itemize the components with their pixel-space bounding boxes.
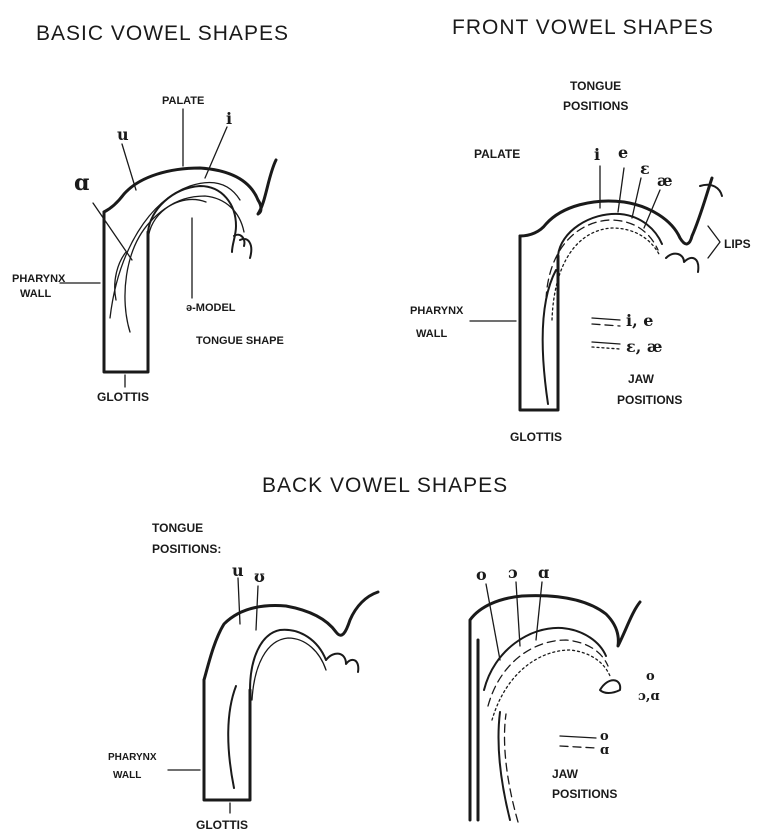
basic-tongue-shape-label: TONGUE SHAPE: [196, 335, 284, 347]
back-open-o-label: ɔ: [508, 563, 518, 582]
back-left-lips: [326, 654, 358, 672]
title-front-vowel-shapes: FRONT VOWEL SHAPES: [452, 16, 714, 39]
back-left-palate-outline: [204, 592, 378, 680]
back-tongue-label: TONGUE: [152, 521, 203, 535]
back-pharynx-label: PHARYNX: [108, 752, 157, 763]
front-pharynx-tube: [520, 236, 558, 410]
front-tongue-e: [546, 220, 658, 300]
basic-pharynx-tube: [104, 212, 148, 372]
basic-i-label: i: [226, 109, 232, 128]
back-left-tongue-upsilon: [252, 638, 326, 700]
front-palate-outline: [520, 178, 712, 244]
back-wall-label: WALL: [113, 770, 141, 781]
title-basic-vowel-shapes: BASIC VOWEL SHAPES: [36, 22, 289, 45]
back-vowel-panel-right: o ɔ ɑ o ɔ,ɑ o ɑ JAW POSITIONS: [470, 563, 660, 822]
back-o-label: o: [476, 565, 487, 584]
front-jaw-eae-label: ɛ, æ: [626, 337, 662, 356]
basic-vowel-panel: PALATE u i ɑ PHARYNX WALL ə-MODEL TONGUE…: [12, 95, 284, 404]
front-wall-label: WALL: [416, 328, 447, 340]
basic-a-label: ɑ: [74, 170, 89, 196]
back-right-lips: [600, 680, 620, 693]
back-a-label: ɑ: [538, 563, 549, 582]
front-vowel-panel: TONGUE POSITIONS PALATE i e ɛ æ LIPS PHA…: [410, 79, 751, 444]
back-right-jaw-o-line: [560, 736, 596, 738]
basic-a-pointer: [93, 203, 132, 260]
back-vowel-panel-left: TONGUE POSITIONS: u ʊ PHARYNX WALL GLOTT…: [108, 521, 378, 832]
title-back-vowel-shapes: BACK VOWEL SHAPES: [262, 474, 508, 497]
front-palate-label: PALATE: [474, 147, 520, 161]
back-glottis-label: GLOTTIS: [196, 818, 248, 832]
back-positions-label: POSITIONS:: [152, 542, 221, 556]
front-jaw-ie-line2: [592, 324, 620, 326]
front-tongue-eps: [552, 228, 660, 320]
front-tongue-root: [543, 270, 556, 404]
basic-u-label: u: [117, 125, 129, 144]
front-i-label: i: [594, 145, 600, 164]
back-u-label: u: [232, 561, 244, 580]
front-jaw-label: JAW: [628, 372, 655, 386]
back-jaw-a-label: ɑ: [600, 743, 609, 758]
basic-wall-label: WALL: [20, 288, 51, 300]
front-jaw-eae-line2: [592, 347, 620, 349]
front-e-pointer: [618, 168, 624, 212]
front-lips-bracket: [708, 226, 720, 258]
back-left-tongue-root: [228, 686, 236, 788]
back-right-o-pointer: [486, 584, 500, 660]
back-jaw-label: JAW: [552, 767, 579, 781]
front-eps-label: ɛ: [640, 159, 650, 178]
front-jaw-ie-label: i, e: [626, 311, 653, 330]
back-lip-oa-label: ɔ,ɑ: [638, 689, 660, 704]
basic-model-label: ə-MODEL: [186, 302, 236, 314]
basic-pharynx-label: PHARYNX: [12, 273, 66, 285]
back-right-jaw-a-line: [560, 746, 596, 748]
front-upper-lip: [700, 185, 722, 196]
back-jaw-positions-label: POSITIONS: [552, 787, 617, 801]
front-jaw-positions-label: POSITIONS: [617, 393, 682, 407]
back-jaw-o-label: o: [600, 729, 609, 744]
front-jaw-ie-line1: [592, 318, 620, 320]
basic-lips: [234, 235, 251, 258]
front-positions-label: POSITIONS: [563, 99, 628, 113]
front-glottis-label: GLOTTIS: [510, 430, 562, 444]
front-lips-label: LIPS: [724, 237, 751, 251]
front-pharynx-label: PHARYNX: [410, 305, 464, 317]
basic-glottis-label: GLOTTIS: [97, 390, 149, 404]
front-jaw-eae-line1: [592, 342, 620, 344]
back-left-u-pointer: [238, 578, 240, 624]
front-e-label: e: [618, 143, 628, 162]
front-lips: [666, 254, 698, 272]
front-tongue-label: TONGUE: [570, 79, 621, 93]
front-ae-label: æ: [657, 171, 673, 190]
basic-u-pointer: [122, 144, 136, 190]
back-left-pharynx-tube: [204, 680, 250, 800]
back-right-tongue-o: [484, 628, 606, 690]
back-right-tongue-a: [492, 650, 610, 720]
front-eps-pointer: [632, 178, 641, 218]
back-right-open-o-pointer: [516, 582, 520, 646]
back-upsilon-label: ʊ: [254, 567, 265, 586]
basic-palate-label: PALATE: [162, 95, 204, 107]
back-lip-o-label: o: [646, 669, 655, 684]
